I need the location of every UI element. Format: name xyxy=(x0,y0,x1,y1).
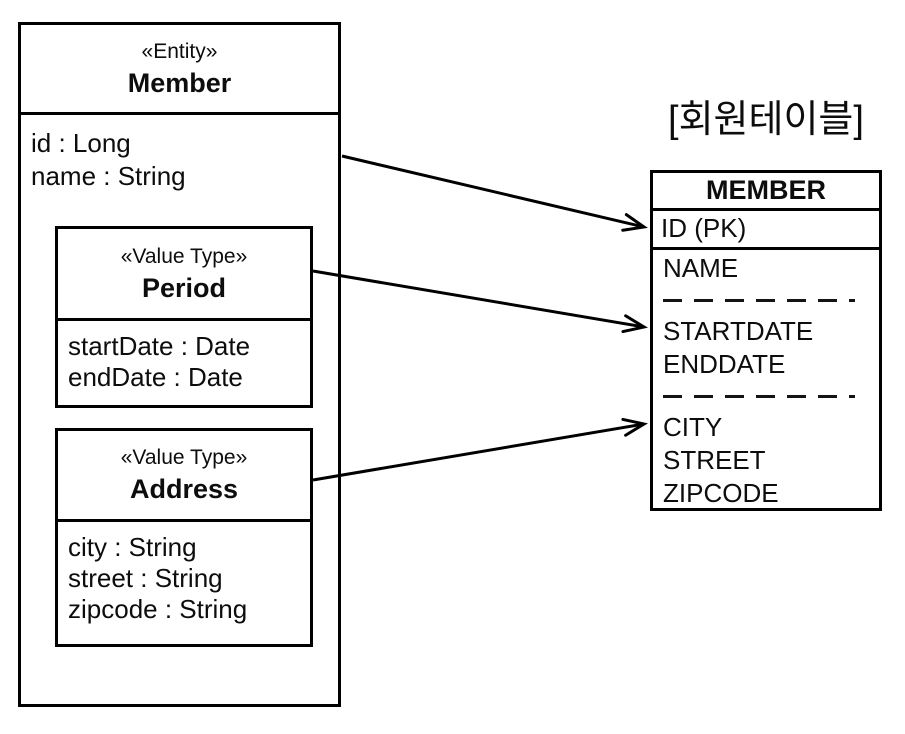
table-title: MEMBER xyxy=(653,173,879,211)
address-header: «Value Type» Address xyxy=(58,431,310,522)
entity-name: Member xyxy=(127,67,232,98)
value-type-period-box: «Value Type» Period startDate : Date end… xyxy=(55,226,313,408)
period-stereotype: «Value Type» xyxy=(120,244,248,268)
table-row-city: CITY xyxy=(663,412,723,442)
address-attributes: city : String street : String zipcode : … xyxy=(58,522,310,625)
address-name: Address xyxy=(129,474,239,504)
table-body: NAME STARTDATE ENDDATE CITY STREET ZIPCO… xyxy=(653,250,879,510)
address-stereotype: «Value Type» xyxy=(120,446,248,469)
address-attribute-city: city : String xyxy=(68,532,197,562)
entity-attributes: id : Long name : String xyxy=(21,115,338,193)
address-attribute-street: street : String xyxy=(68,563,223,593)
table-row-zipcode: ZIPCODE xyxy=(663,478,779,508)
period-name: Period xyxy=(141,272,227,303)
table-row-name: NAME xyxy=(663,253,739,283)
arrow-member-to-id xyxy=(341,154,644,227)
entity-stereotype: «Entity» xyxy=(141,39,218,63)
period-attribute-enddate: endDate : Date xyxy=(68,362,243,392)
period-attribute-startdate: startDate : Date xyxy=(68,331,251,361)
table-caption: [회원테이블] xyxy=(668,99,864,141)
arrow-period-to-startdate xyxy=(312,269,644,327)
table-pk-row: ID (PK) xyxy=(653,211,879,250)
entity-member-header: «Entity» Member xyxy=(21,25,338,115)
row-group-separator xyxy=(663,381,879,411)
dashed-divider xyxy=(663,298,855,302)
row-group-separator xyxy=(663,285,879,315)
table-row-street: STREET xyxy=(663,445,766,475)
table-row-startdate: STARTDATE xyxy=(663,316,814,346)
entity-attribute-name: name : String xyxy=(31,161,186,191)
dashed-divider xyxy=(663,394,855,398)
arrow-address-to-city xyxy=(312,424,644,482)
value-type-address-box: «Value Type» Address city : String stree… xyxy=(55,428,313,647)
period-attributes: startDate : Date endDate : Date xyxy=(58,321,310,393)
address-attribute-zipcode: zipcode : String xyxy=(68,594,248,624)
db-table-member: MEMBER ID (PK) NAME STARTDATE ENDDATE CI… xyxy=(650,170,882,511)
table-row-enddate: ENDDATE xyxy=(663,349,786,379)
entity-attribute-id: id : Long xyxy=(31,128,131,158)
period-header: «Value Type» Period xyxy=(58,229,310,321)
